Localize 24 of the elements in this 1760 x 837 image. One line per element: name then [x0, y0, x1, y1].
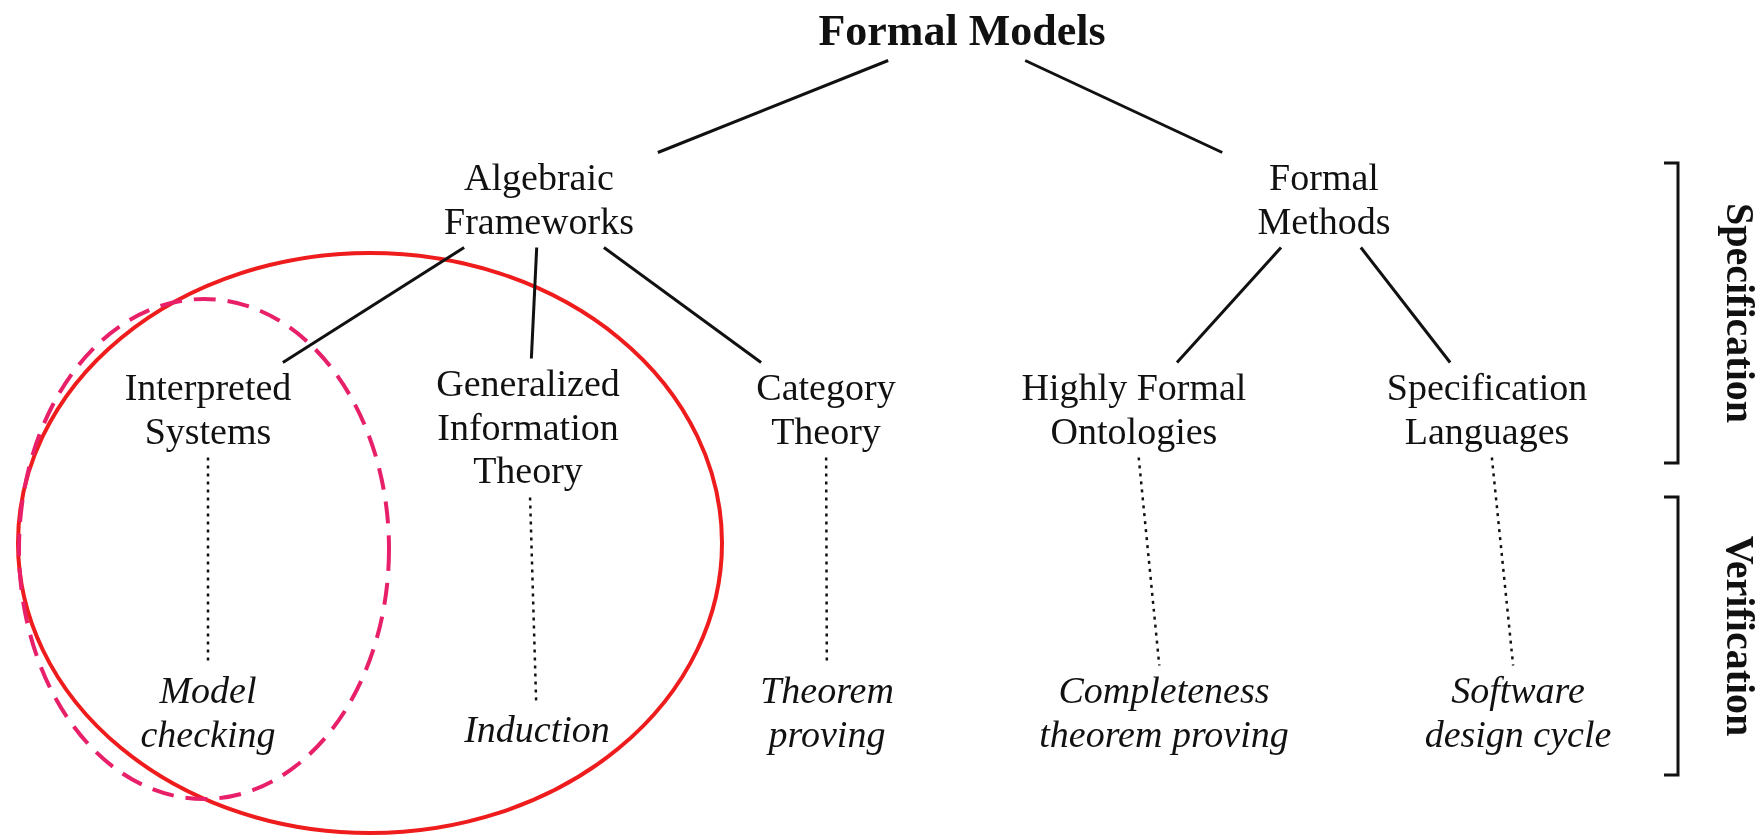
node-label: Completeness theorem proving: [1038, 669, 1290, 757]
connector-line: [603, 246, 762, 364]
section-label: Specification: [1716, 203, 1760, 423]
section-label: Verification: [1716, 535, 1760, 737]
node-label: Interpreted Systems: [123, 366, 293, 454]
node-label: Formal Models: [818, 5, 1106, 57]
node-label: Highly Formal Ontologies: [1020, 366, 1248, 454]
connector-line: [1175, 246, 1283, 364]
connector-line: [1359, 246, 1452, 364]
node-label: Model checking: [139, 669, 277, 757]
dotted-line: [1490, 457, 1515, 666]
node-label: Theorem proving: [759, 669, 895, 757]
node-label: Category Theory: [755, 366, 897, 454]
dotted-line: [1137, 457, 1161, 666]
node-label: Algebraic Frameworks: [443, 156, 635, 244]
connector-line: [657, 59, 889, 154]
node-label: Specification Languages: [1385, 366, 1589, 454]
connector-line: [1024, 59, 1223, 154]
connector-line: [529, 247, 539, 359]
node-label: Formal Methods: [1256, 156, 1392, 244]
connector-line: [282, 246, 465, 364]
node-label: Software design cycle: [1423, 669, 1613, 757]
node-label: Generalized Information Theory: [435, 362, 621, 494]
node-label: Induction: [464, 708, 610, 752]
